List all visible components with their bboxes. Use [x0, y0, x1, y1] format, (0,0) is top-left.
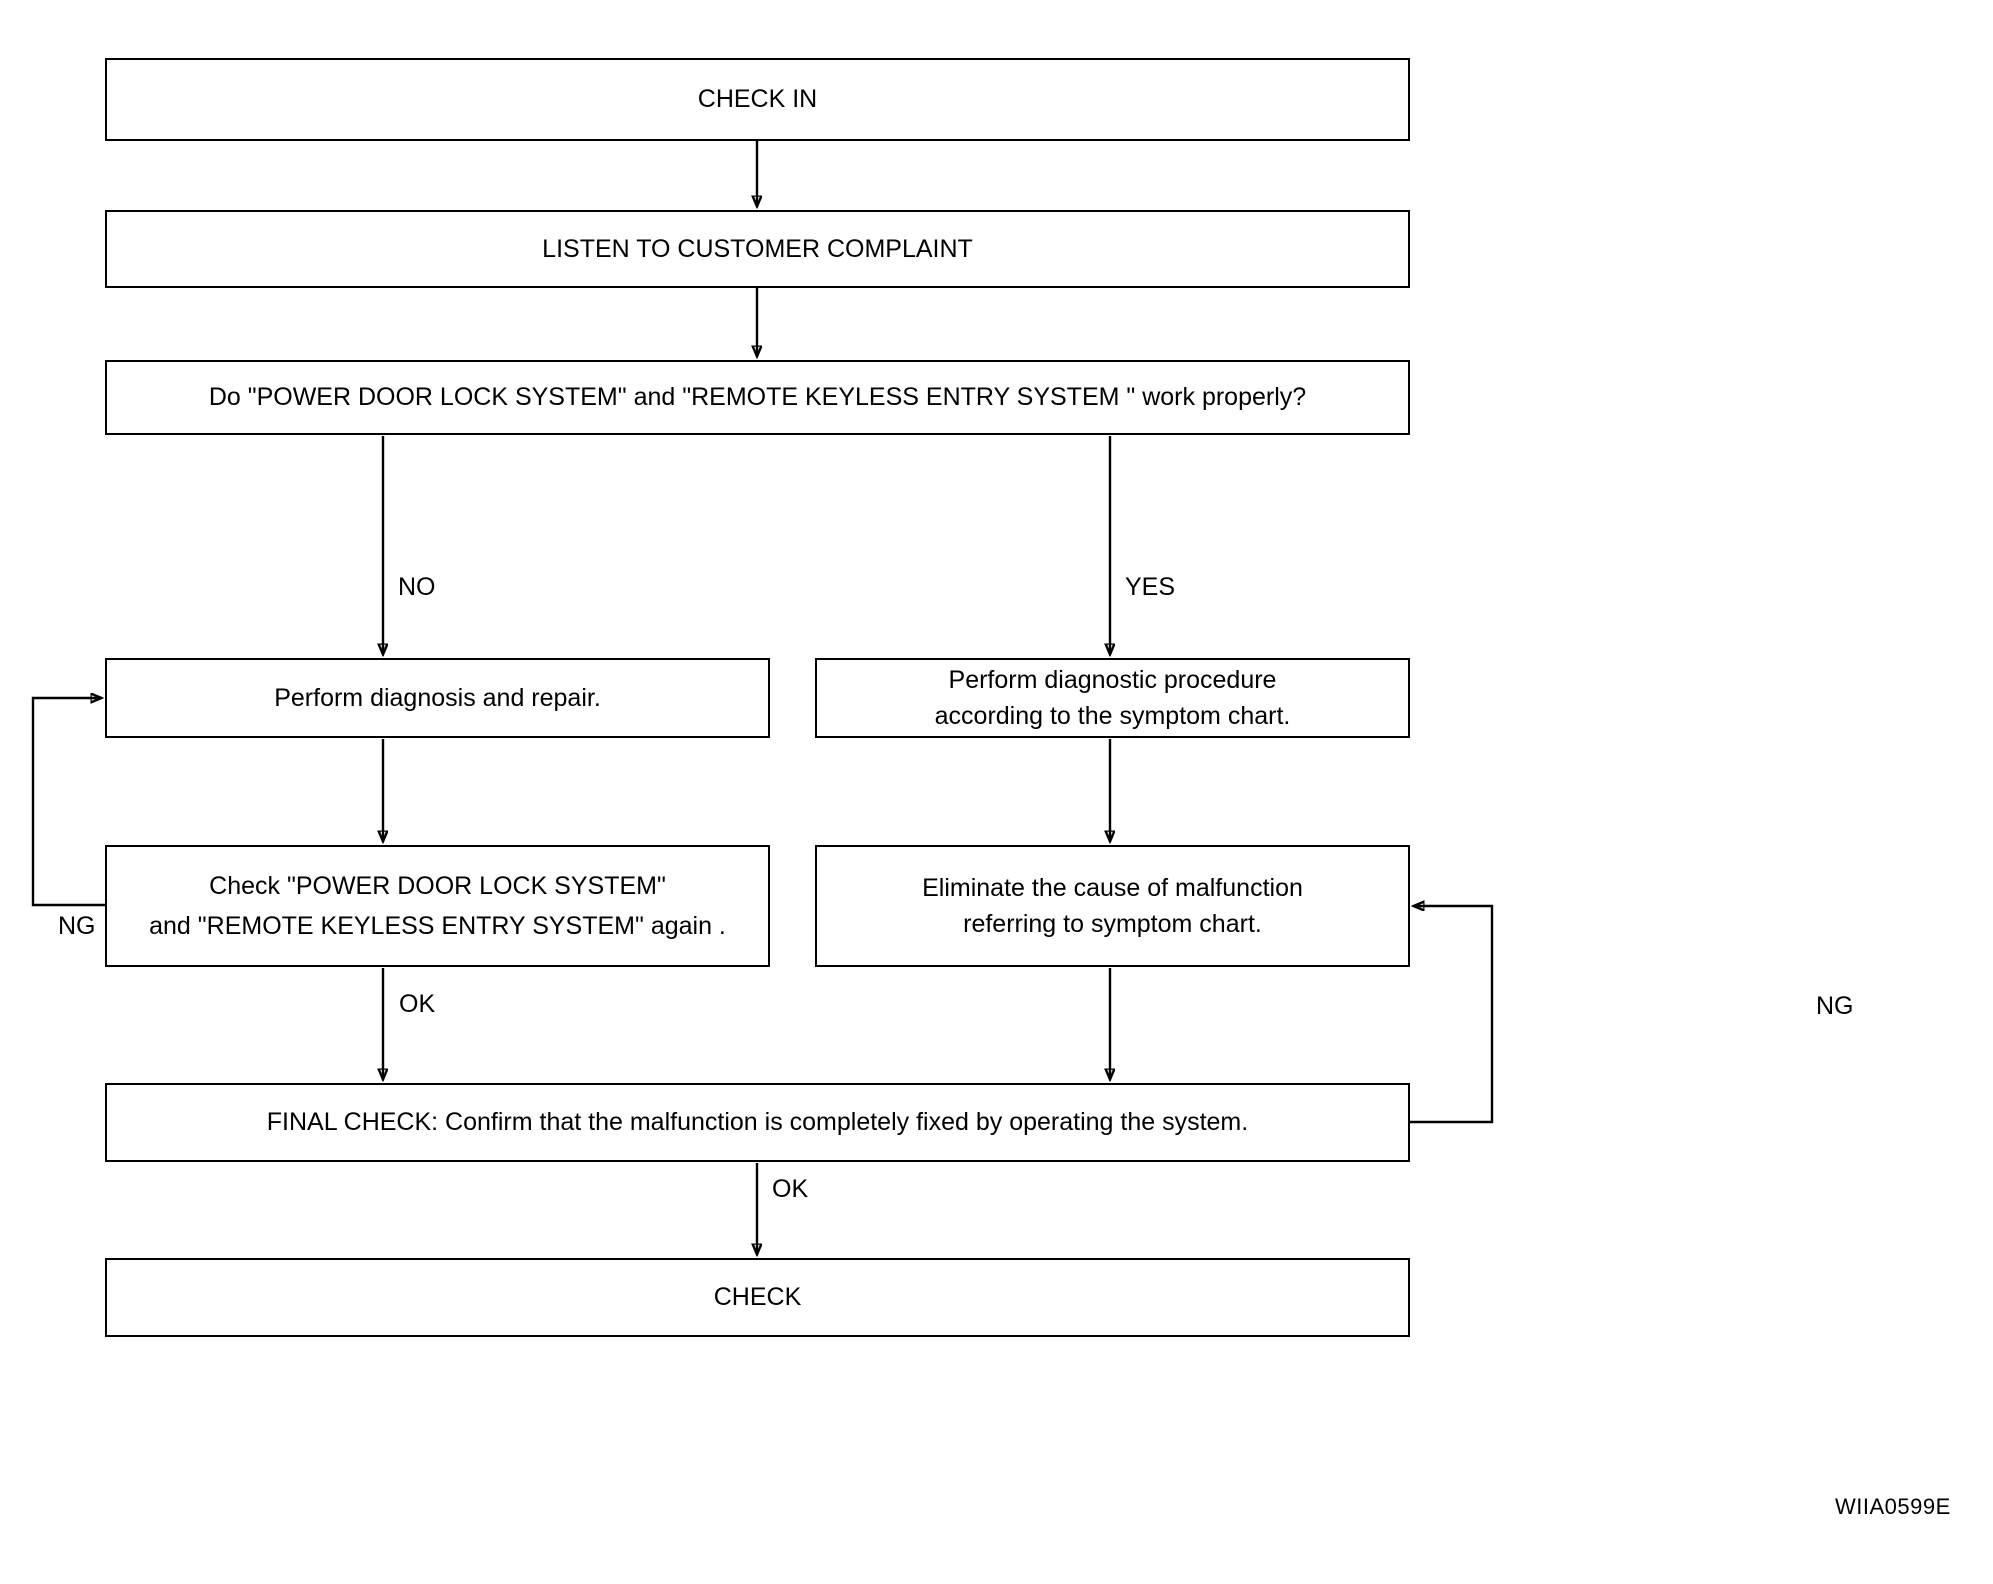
node-final-check: FINAL CHECK: Confirm that the malfunctio… [105, 1083, 1410, 1162]
node-check-systems-again: Check "POWER DOOR LOCK SYSTEM" and "REMO… [105, 845, 770, 967]
edge-label-ok-left: OK [399, 990, 436, 1018]
node-listen-to-customer-complaint: LISTEN TO CUSTOMER COMPLAINT [105, 210, 1410, 288]
node-decision-question: Do "POWER DOOR LOCK SYSTEM" and "REMOTE … [105, 360, 1410, 435]
edge-label-ng-right: NG [1816, 992, 1854, 1020]
node-perform-diagnosis-and-repair: Perform diagnosis and repair. [105, 658, 770, 738]
edge-label-ok-bottom: OK [772, 1175, 809, 1203]
node-check: CHECK [105, 1258, 1410, 1337]
edge-label-ng-left: NG [58, 912, 96, 940]
edge-label-yes: YES [1125, 573, 1176, 601]
node-eliminate-cause: Eliminate the cause of malfunction refer… [815, 845, 1410, 967]
node-perform-diagnostic-procedure: Perform diagnostic procedure according t… [815, 658, 1410, 738]
reference-code-label: WIIA0599E [1835, 1494, 1951, 1519]
node-check-in: CHECK IN [105, 58, 1410, 141]
edge-label-no: NO [398, 573, 436, 601]
